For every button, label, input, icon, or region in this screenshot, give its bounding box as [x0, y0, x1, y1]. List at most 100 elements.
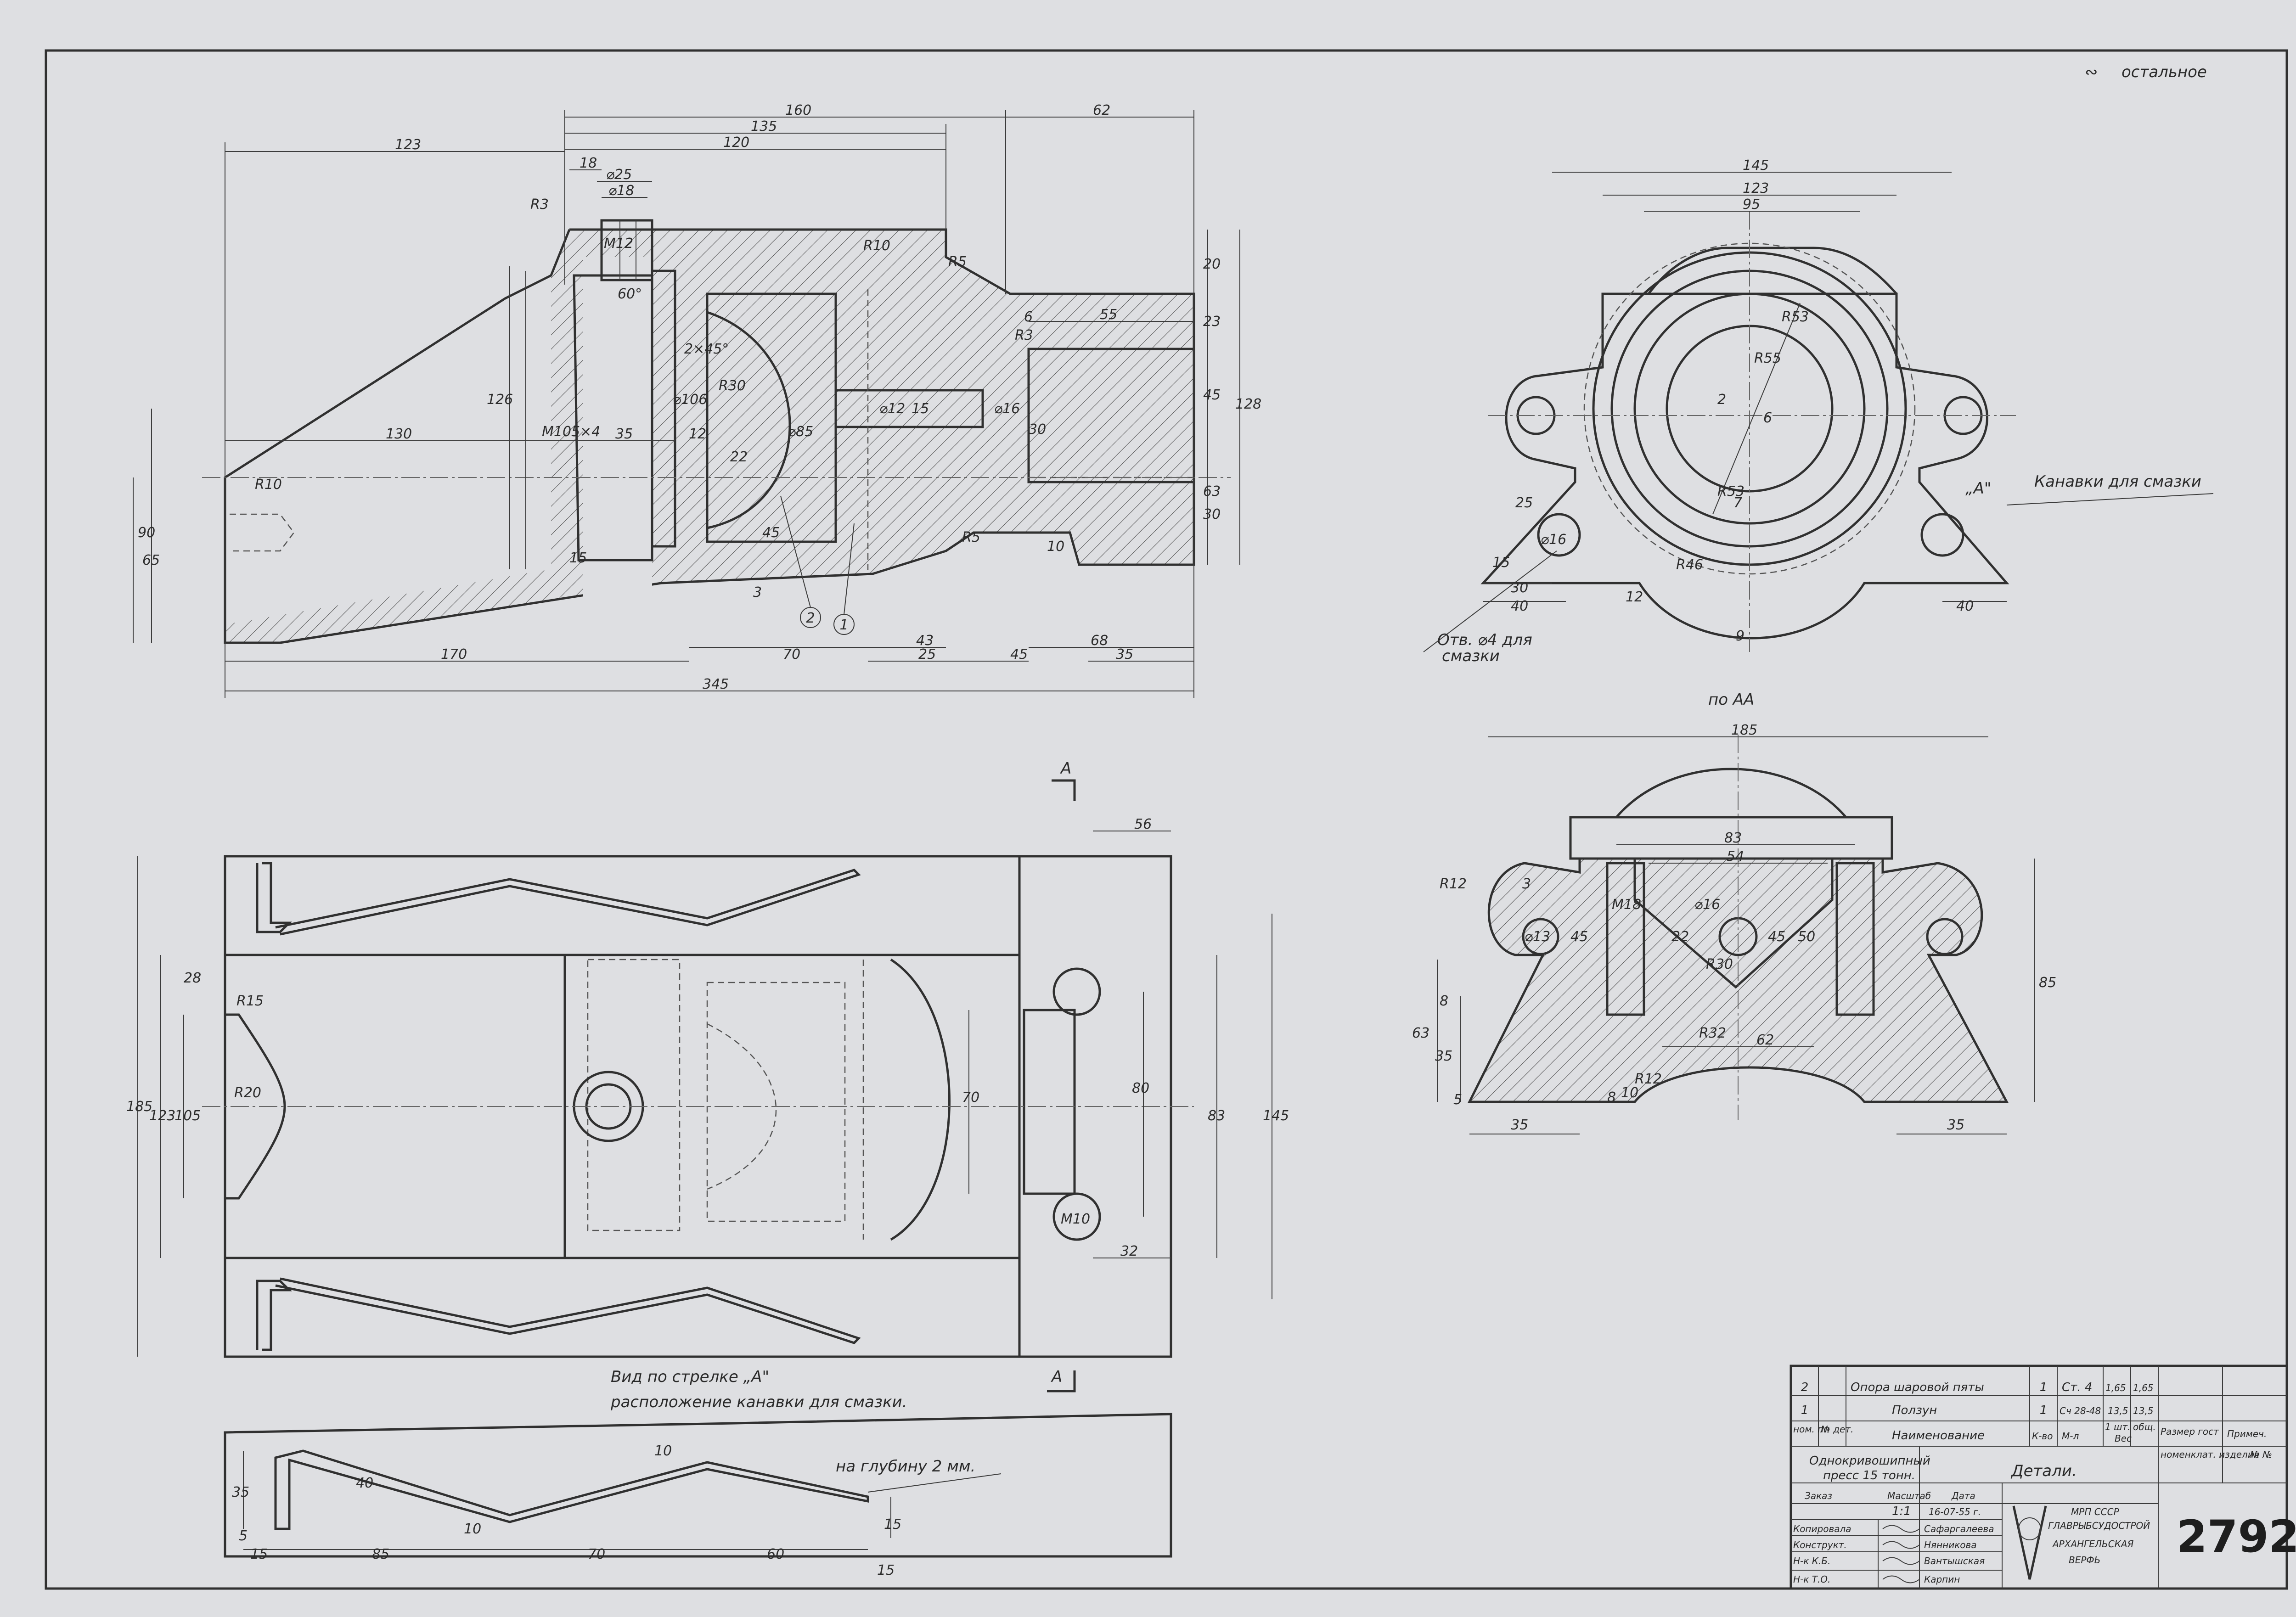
role-label: Н-к Т.О. — [1793, 1574, 1830, 1585]
dim-front: 170 — [441, 646, 467, 663]
dim-front: 90 — [138, 525, 155, 541]
dim-front: 22 — [730, 449, 748, 465]
dim-arrow-view: 85 — [372, 1546, 389, 1562]
dim-front: ⌀16 — [994, 401, 1020, 417]
top-view-body-2 — [565, 954, 1021, 1259]
org-line3: АРХАНГЕЛЬСКАЯ — [2052, 1538, 2134, 1550]
side-hidden-circle — [1583, 242, 1916, 575]
dim-top: 80 — [1132, 1080, 1149, 1096]
arrow-a-view: Вид по стрелке „А" расположение канавки … — [224, 1368, 1172, 1578]
dim-section: R12 — [1635, 1071, 1662, 1087]
groove-depth-note: на глубину 2 мм. — [836, 1457, 975, 1476]
dim-side: 12 — [1626, 589, 1643, 605]
drawing-title: Детали. — [2010, 1462, 2077, 1480]
lube-passage — [834, 389, 984, 428]
dim-side: 40 — [1511, 598, 1528, 614]
top-slot — [1023, 1009, 1076, 1195]
dim-side: R53 — [1717, 483, 1745, 500]
arrow-view-outline — [224, 1413, 1172, 1558]
dim-front: R5 — [962, 529, 980, 545]
dim-front: 12 — [689, 426, 706, 442]
section-aa-label: по АА — [1708, 691, 1754, 709]
dim-side: R55 — [1754, 350, 1781, 366]
dim-section: М18 — [1612, 897, 1641, 913]
dim-side: 9 — [1736, 628, 1745, 644]
top-groove-upper — [256, 862, 861, 936]
title-grid — [1791, 1366, 2287, 1589]
balloon-1-label: 1 — [839, 617, 848, 633]
nose-hole — [230, 513, 295, 552]
signature — [1882, 1557, 1920, 1565]
front-dim-lines — [133, 110, 1240, 698]
dim-front: М105×4 — [542, 424, 600, 440]
dim-section: 50 — [1798, 929, 1815, 945]
title-block: 2 Опора шаровой пяты 1 Ст. 4 1,65 1,65 1… — [1790, 1364, 2296, 1590]
side-view: 145 123 95 R53 R55 R53 2 6 25 15 30 40 4… — [1423, 157, 2214, 665]
section-arrow-a-top: А — [1060, 759, 1071, 778]
dim-section: 35 — [1435, 1048, 1452, 1064]
nomenclature-no: № № — [2250, 1449, 2272, 1460]
dim-front: 63 — [1203, 483, 1221, 500]
dim-arrow-view: 70 — [588, 1546, 605, 1562]
dim-top: М10 — [1061, 1211, 1090, 1227]
role-name: Нянникова — [1924, 1539, 1977, 1550]
org-logo — [2012, 1505, 2047, 1580]
part-unit-weight: 1,65 — [2105, 1382, 2126, 1393]
dim-section: 62 — [1756, 1032, 1774, 1048]
dim-front: 30 — [1029, 421, 1046, 438]
top-groove-lower — [256, 1277, 861, 1351]
dim-front: R5 — [948, 254, 967, 270]
dim-top: 70 — [962, 1089, 979, 1106]
role-label: Н-к К.Б. — [1793, 1555, 1830, 1566]
dim-section: 10 — [1621, 1085, 1638, 1101]
dim-front: 160 — [785, 102, 811, 118]
header-total: общ. — [2133, 1421, 2156, 1432]
dim-front: 35 — [1116, 646, 1133, 663]
part-total-weight: 1,65 — [2133, 1382, 2154, 1393]
dim-section: 22 — [1671, 929, 1689, 945]
top-dim-lines — [137, 831, 1272, 1357]
top-view-body — [225, 954, 566, 1259]
part-material: Сч 28-48 — [2060, 1405, 2101, 1416]
dim-section: 185 — [1731, 722, 1757, 738]
dim-front: 6 — [1024, 309, 1033, 325]
dim-front: 135 — [751, 118, 777, 135]
dim-side: 15 — [1492, 555, 1510, 571]
side-circle-3 — [1633, 292, 1866, 525]
section-right-hole — [1926, 918, 1964, 955]
side-view-flange — [1480, 292, 2009, 640]
part-qty: 1 — [2040, 1381, 2048, 1394]
dim-front: 18 — [580, 155, 597, 171]
dim-front: 60° — [618, 286, 642, 302]
dim-front: R3 — [530, 197, 549, 213]
section-arrow-bottom — [1047, 1370, 1076, 1392]
dim-arrow-view: 60 — [767, 1546, 784, 1562]
dim-front: 130 — [386, 426, 412, 442]
m12-boss — [600, 219, 653, 281]
scale-label: Масштаб — [1887, 1490, 1931, 1501]
signature — [1882, 1541, 1920, 1549]
dim-front: 15 — [912, 401, 929, 417]
top-rear-hole-2 — [1052, 1192, 1101, 1241]
role-name: Карпин — [1924, 1574, 1960, 1585]
dim-top: R20 — [234, 1085, 261, 1101]
section-arrow-top — [1052, 779, 1076, 801]
org-line2: ГЛАВРЫБСУДОСТРОЙ — [2048, 1520, 2150, 1531]
dim-front: 30 — [1203, 506, 1221, 522]
part-total-weight: 13,5 — [2133, 1405, 2154, 1416]
dim-section: 8 — [1440, 993, 1448, 1009]
part-unit-weight: 13,5 — [2108, 1405, 2128, 1416]
section-aa-outline — [1467, 857, 2009, 1103]
dim-side: 25 — [1515, 495, 1533, 511]
dim-side: R46 — [1676, 557, 1703, 573]
dim-front: 123 — [395, 137, 421, 153]
dim-top: 83 — [1208, 1108, 1225, 1124]
top-rear-hole-1 — [1052, 967, 1101, 1016]
dim-front: ⌀85 — [788, 424, 813, 440]
role-name: Сафаргалеева — [1924, 1523, 1994, 1534]
dim-section: 45 — [1570, 929, 1588, 945]
scale-value: 1:1 — [1892, 1505, 1911, 1518]
top-hidden-cavity — [706, 982, 846, 1222]
date-label: Дата — [1951, 1490, 1975, 1501]
